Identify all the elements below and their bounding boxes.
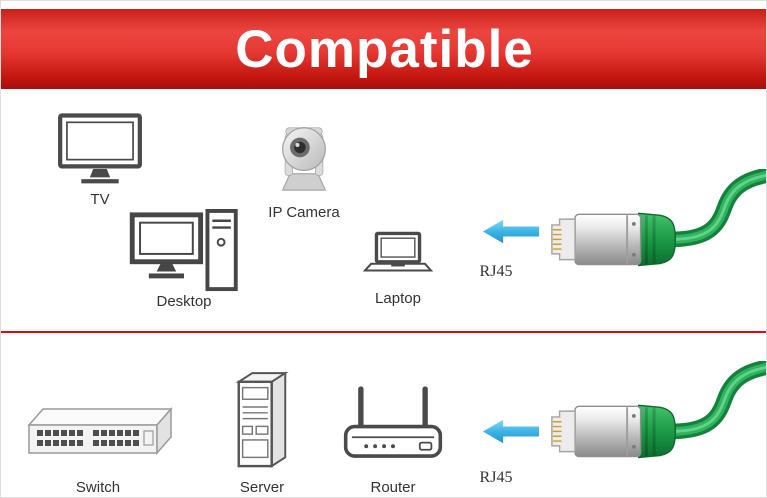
section-divider [1,331,766,333]
ip-camera-label: IP Camera [268,204,340,221]
laptop-icon [363,223,433,283]
rj45-cable-icon [546,169,767,304]
ip-camera-icon [263,107,345,201]
rj45-cable-icon [546,361,767,496]
router-icon [343,377,443,469]
arrow-left-icon [483,218,539,245]
server-label: Server [239,479,285,496]
desktop-label: Desktop [156,293,212,310]
title-banner: Compatible [1,9,766,89]
switch-icon [23,403,173,467]
tv-label: TV [90,191,110,208]
page-title: Compatible [235,19,534,79]
router-label: Router [370,479,416,496]
switch-label: Switch [75,479,121,496]
server-icon [231,370,293,475]
tv-icon [57,113,143,191]
arrow-left-icon [483,418,539,445]
rj45-label-bottom: RJ45 [479,469,513,486]
rj45-label-top: RJ45 [479,263,513,280]
laptop-label: Laptop [375,290,421,307]
desktop-icon [129,209,239,293]
